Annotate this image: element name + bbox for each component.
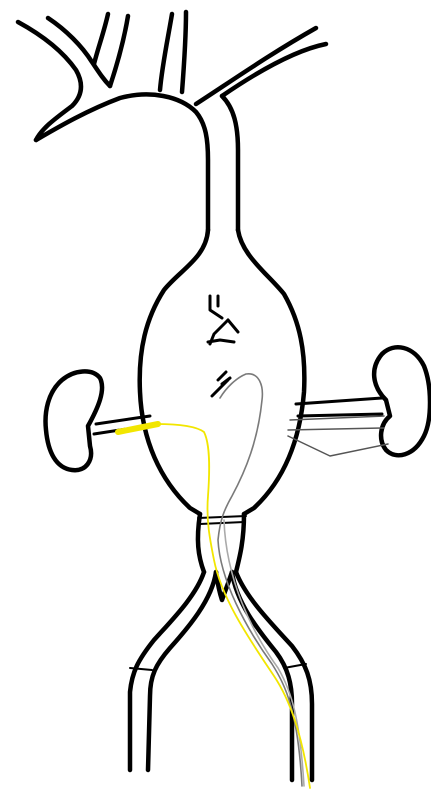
- right-renal-lower: [298, 414, 382, 416]
- left-iliac-outer: [130, 572, 204, 770]
- guidewire-renal-segment: [118, 424, 158, 432]
- right-renal-upper: [296, 398, 382, 404]
- visceral-mark-6: [218, 372, 226, 380]
- aneurysm-left-wall: [140, 230, 208, 514]
- arch-branch-right-1: [196, 28, 316, 104]
- right-kidney: [374, 347, 430, 455]
- right-renal-stent-3: [288, 436, 388, 456]
- left-kidney: [46, 371, 103, 470]
- right-kidney-outline: [374, 347, 430, 455]
- guidewire-main: [156, 424, 310, 788]
- aortic-arch: [18, 12, 326, 230]
- aneurysm-right-wall: [238, 230, 304, 514]
- arch-branch-middle-2: [182, 12, 186, 92]
- neck-left: [198, 514, 204, 572]
- right-iliac-artery: [232, 572, 312, 780]
- arch-right-wall: [222, 96, 238, 230]
- visceral-mark-4: [228, 320, 238, 332]
- aneurysm-sac: [140, 230, 305, 514]
- arch-branch-left-fork: [94, 14, 108, 64]
- left-kidney-outline: [46, 371, 103, 470]
- arch-branch-middle-1: [160, 14, 172, 90]
- neck-seal-bottom: [200, 522, 244, 524]
- left-iliac-inner: [148, 572, 216, 770]
- left-iliac-artery: [130, 572, 216, 770]
- visceral-mark-5: [208, 340, 234, 342]
- arch-branch-left-fork2: [110, 16, 128, 86]
- visceral-mark-1: [210, 296, 222, 318]
- right-renal-stent-2: [288, 428, 384, 430]
